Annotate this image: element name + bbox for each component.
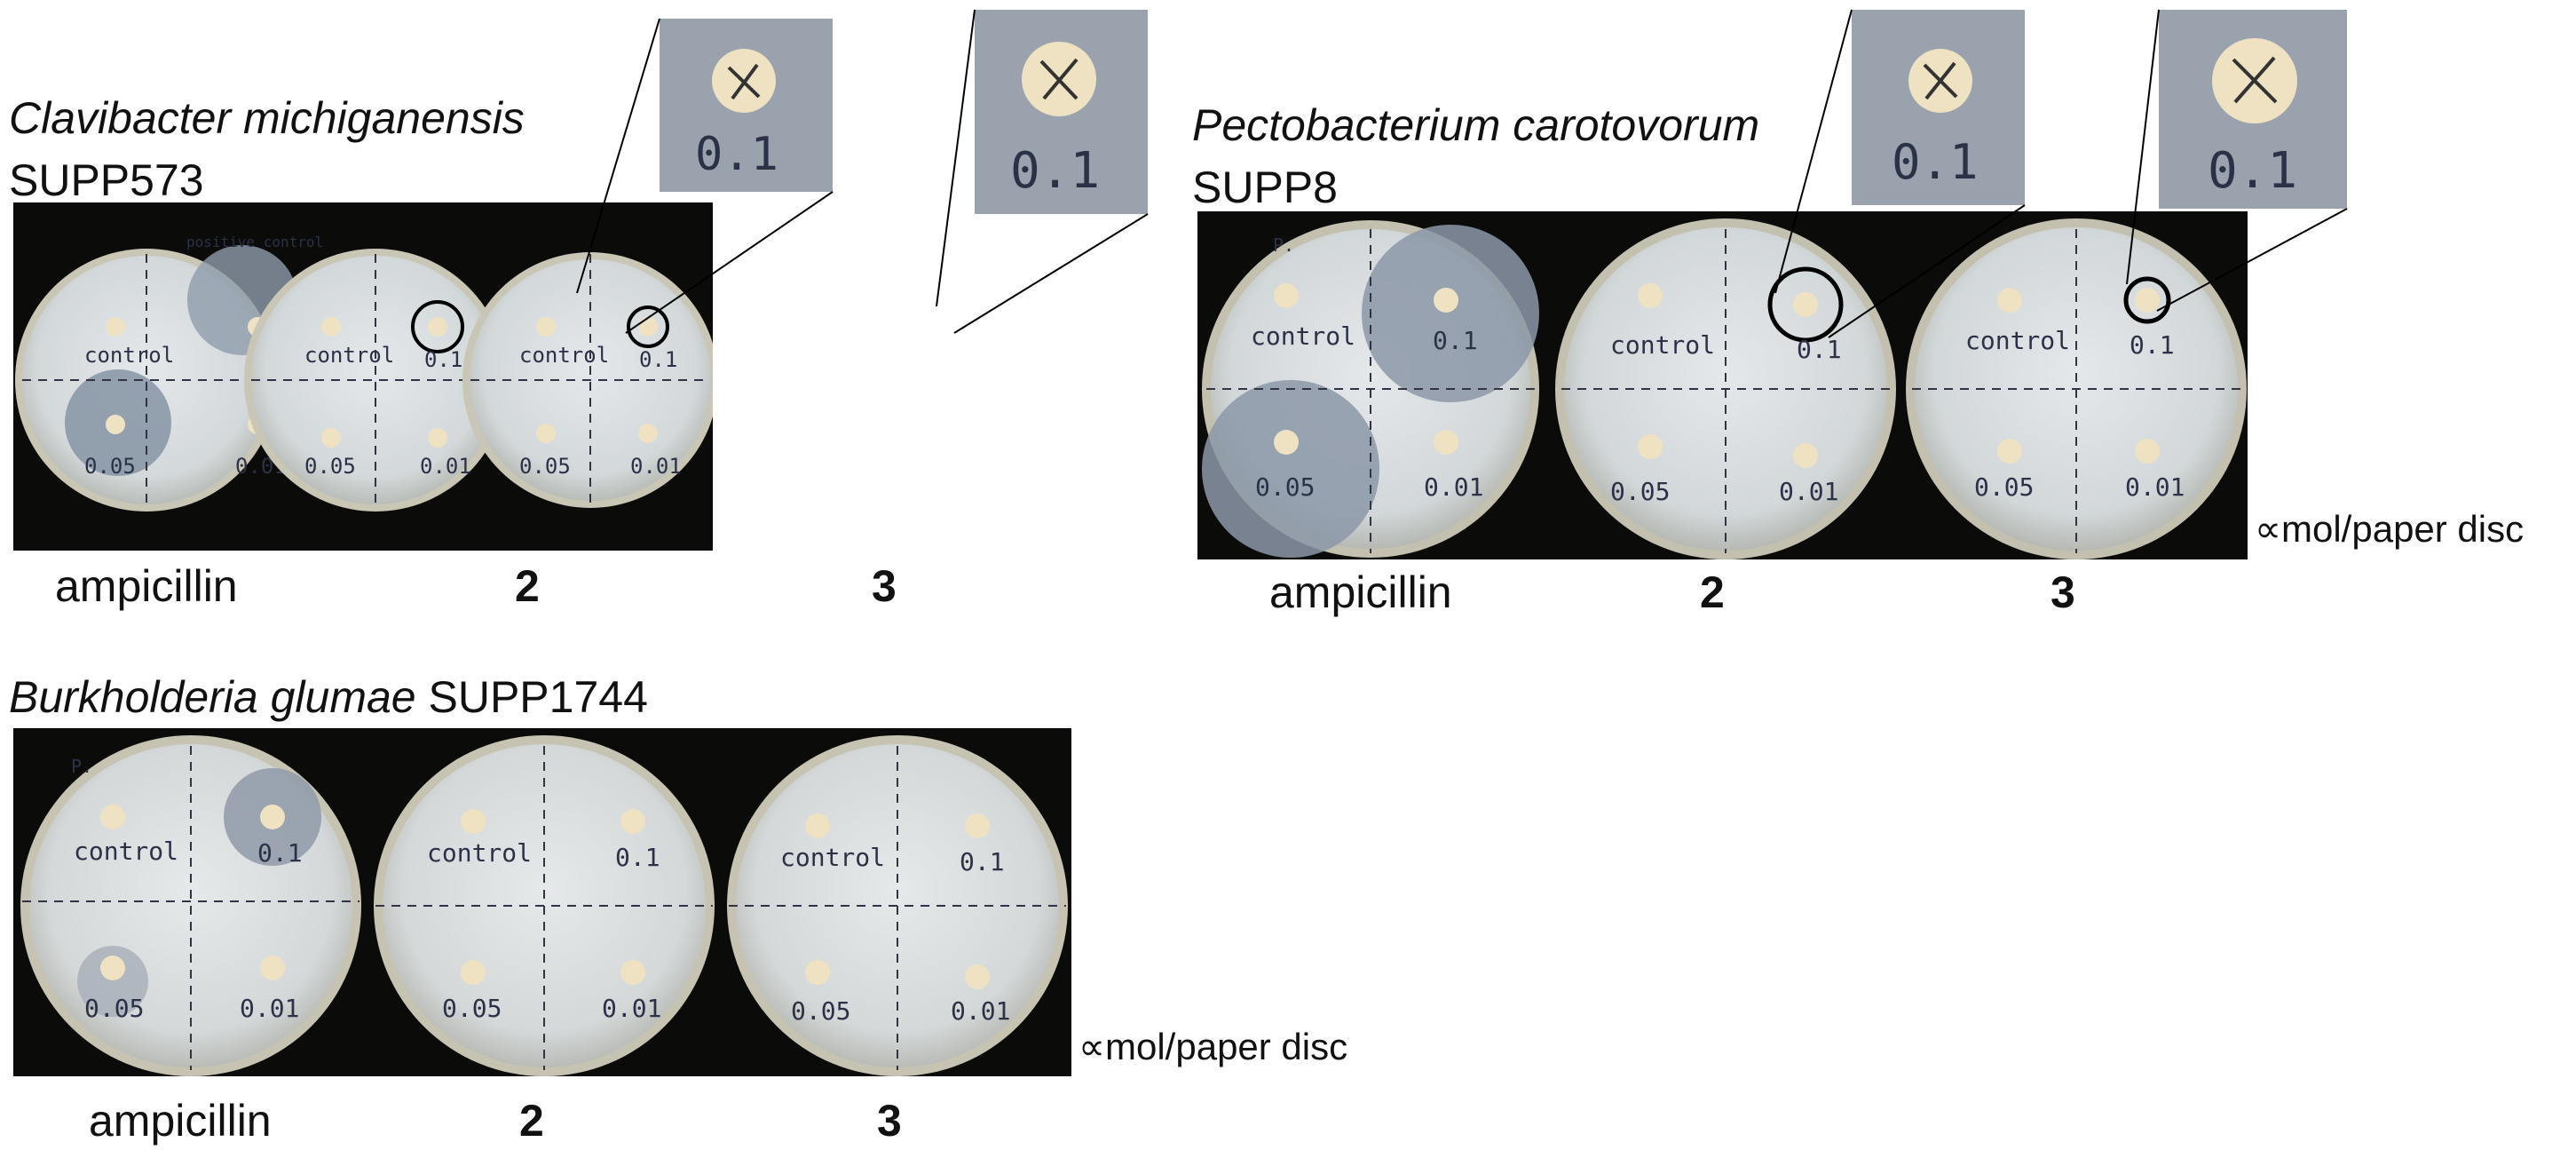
plate-handwriting: 0.05 — [442, 994, 502, 1023]
plate-handwriting: 0.01 — [2125, 472, 2185, 502]
plate-handwriting: 0.1 — [960, 847, 1005, 876]
plate-handwriting: 0.01 — [1424, 472, 1483, 502]
zoom-inset-compound-3: 0.1 — [975, 10, 1148, 214]
plate-panel-burkholderia: P. control 0.1 0.05 0.01 control 0.1 0.0… — [13, 728, 1071, 1076]
label-compound-3: 3 — [2051, 567, 2075, 617]
plate-handwriting: control — [1965, 326, 2070, 355]
plate-compound-2: control 0.1 0.05 0.01 — [374, 735, 715, 1076]
species-title-clavibacter: Clavibacter michiganensis — [9, 93, 525, 143]
plate-compound-2: control 0.1 0.05 0.01 — [244, 249, 507, 512]
inset-handwriting: 0.1 — [2208, 142, 2297, 200]
plate-handwriting: 0.1 — [2130, 330, 2175, 360]
plate-handwriting: control — [304, 343, 394, 368]
inset-handwriting: 0.1 — [1892, 134, 1979, 190]
plate-handwriting: control — [1610, 330, 1715, 360]
plate-handwriting: 0.01 — [951, 996, 1010, 1026]
strain-label-supp573: SUPP573 — [9, 155, 204, 205]
plate-handwriting: 0.05 — [1255, 472, 1315, 502]
plate-handwriting: 0.05 — [84, 994, 144, 1023]
plate-handwriting: 0.01 — [240, 994, 299, 1023]
plate-ampicillin: P. control 0.1 0.05 0.01 — [1202, 220, 1539, 558]
plate-compound-3: control 0.1 0.05 0.01 — [1906, 218, 2247, 559]
plate-handwriting: 0.1 — [257, 838, 303, 868]
plate-handwriting: 0.05 — [1974, 472, 2034, 502]
plate-handwriting: 0.05 — [304, 454, 356, 479]
plate-handwriting: control — [84, 343, 174, 368]
label-ampicillin: ampicillin — [89, 1096, 272, 1146]
plate-handwriting: positive control — [186, 234, 323, 250]
inset-handwriting: 0.1 — [1010, 142, 1100, 200]
label-compound-2: 2 — [1700, 567, 1725, 617]
unit-label: ∝mol/paper disc — [2255, 508, 2525, 550]
plate-handwriting: 0.1 — [615, 843, 660, 872]
label-compound-2: 2 — [515, 561, 540, 611]
plate-handwriting: 0.05 — [1610, 477, 1670, 506]
plate-ampicillin: P. control 0.1 0.05 0.01 — [20, 735, 361, 1076]
plate-handwriting: 0.05 — [791, 996, 850, 1026]
label-compound-3: 3 — [877, 1096, 902, 1146]
plate-handwriting: 0.01 — [602, 994, 661, 1023]
zoom-inset-compound-2: 0.1 — [1852, 10, 2025, 205]
plate-ampicillin: positive control control 0.1 0.05 0.01 — [15, 234, 323, 512]
plate-panel-pectobacterium: P. control 0.1 0.05 0.01 control 0.1 0.0… — [1197, 211, 2248, 559]
label-ampicillin: ampicillin — [1269, 567, 1452, 617]
plate-handwriting: 0.1 — [1433, 326, 1478, 355]
inhibition-zone — [1202, 380, 1379, 558]
plate-handwriting: 0.01 — [420, 454, 471, 479]
zoom-inset-compound-2: 0.1 — [660, 19, 833, 192]
plate-handwriting: 0.1 — [639, 347, 677, 372]
plate-handwriting: control — [74, 837, 178, 866]
zoom-inset-compound-3: 0.1 — [2159, 10, 2347, 209]
plate-handwriting: control — [780, 843, 885, 872]
plate-handwriting: 0.1 — [424, 347, 462, 372]
label-ampicillin: ampicillin — [55, 561, 238, 611]
zoom-circle — [411, 300, 464, 353]
inhibition-zone — [77, 946, 148, 1017]
plate-handwriting: 0.01 — [1779, 477, 1838, 506]
plate-handwriting: 0.1 — [1797, 335, 1842, 364]
label-compound-2: 2 — [519, 1096, 544, 1146]
plate-handwriting: P. — [71, 756, 92, 777]
inhibition-zone — [1362, 225, 1539, 402]
plate-compound-3: control 0.1 0.05 0.01 — [462, 252, 713, 508]
strain-label-supp8: SUPP8 — [1192, 163, 1338, 212]
species-title-pectobacterium: Pectobacterium carotovorum — [1192, 100, 1760, 150]
plate-handwriting: 0.05 — [519, 454, 571, 479]
plate-handwriting: control — [427, 838, 532, 868]
plate-panel-clavibacter: positive control control 0.1 0.05 0.01 c… — [13, 202, 713, 551]
plate-compound-3: control 0.1 0.05 0.01 — [727, 735, 1068, 1076]
unit-label: ∝mol/paper disc — [1079, 1026, 1348, 1067]
plate-handwriting: 0.05 — [84, 454, 136, 479]
plate-compound-2: control 0.1 0.05 0.01 — [1555, 218, 1896, 559]
label-compound-3: 3 — [872, 561, 897, 611]
plate-handwriting: P. — [1273, 234, 1294, 256]
species-title-burkholderia: Burkholderia glumae SUPP1744 — [9, 672, 648, 722]
inset-handwriting: 0.1 — [695, 128, 778, 181]
plate-handwriting: control — [1251, 321, 1355, 351]
plate-handwriting: control — [519, 343, 609, 368]
plate-handwriting: 0.01 — [630, 454, 682, 479]
